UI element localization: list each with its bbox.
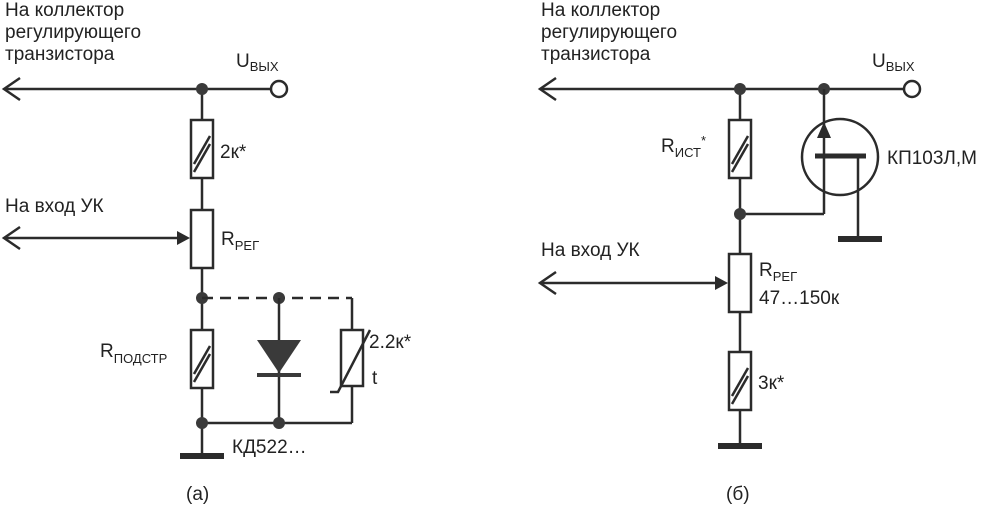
- a-junction-bottom-mid: [273, 417, 285, 429]
- b-output-terminal: [902, 79, 922, 99]
- b-junction-source: [734, 208, 746, 220]
- b-resistor-3k-label: 3к*: [758, 373, 785, 394]
- b-uout-label: UВЫХ: [872, 51, 915, 74]
- circuit-b: На коллектор регулирующего транзистора U…: [537, 0, 977, 505]
- b-r-reg-label: RРЕГ: [759, 260, 797, 284]
- b-collector-label-3: транзистора: [541, 44, 651, 65]
- b-resistor-reg: [727, 252, 753, 314]
- a-input-label: На вход УК: [5, 196, 104, 217]
- b-trim-mark-1: [730, 135, 750, 165]
- b-wiper-arrow: [715, 276, 728, 290]
- circuit-a: На коллектор регулирующего транзистора U…: [1, 0, 412, 505]
- a-trim-mark-2: [192, 143, 212, 173]
- a-input-arrow-left: [1, 225, 21, 251]
- b-input-label: На вход УК: [541, 240, 640, 261]
- a-collector-label-1: На коллектор: [5, 0, 124, 21]
- a-wiper-arrow: [177, 231, 190, 245]
- b-input-arrow-left: [537, 270, 557, 296]
- b-output-arrow: [537, 76, 557, 102]
- a-thermistor-t: t: [372, 368, 378, 389]
- a-diode-label: КД522…: [232, 437, 307, 458]
- a-collector-label-2: регулирующего: [5, 22, 141, 43]
- b-caption: (б): [726, 484, 750, 505]
- a-r-trim-label: RПОДСТР: [100, 341, 167, 366]
- a-output-arrow: [1, 76, 21, 102]
- b-trim-mark-2: [730, 143, 750, 173]
- b-fet-arrow: [817, 122, 831, 138]
- a-diode-triangle: [257, 340, 301, 373]
- a-thermistor-slash: [330, 329, 372, 394]
- a-output-terminal: [269, 79, 289, 99]
- a-resistor-2k-label: 2к*: [220, 142, 247, 163]
- a-uout-label: UВЫХ: [236, 51, 279, 74]
- a-caption: (а): [186, 484, 209, 505]
- b-fet-label: КП103Л,М: [887, 148, 977, 169]
- a-junction-bottom-left: [196, 417, 208, 429]
- a-trim-mark-4: [192, 353, 212, 383]
- b-junction-top: [734, 83, 746, 95]
- a-collector-label-3: транзистора: [5, 44, 115, 65]
- a-resistor-reg: [189, 208, 215, 270]
- a-r-reg-label: RРЕГ: [221, 229, 259, 253]
- b-trim-mark-4: [730, 375, 750, 405]
- a-trim-mark-3: [192, 345, 212, 375]
- b-r-src-label: RИСТ*: [661, 133, 706, 160]
- b-r-reg-value: 47…150к: [759, 288, 840, 309]
- b-trim-mark-3: [730, 367, 750, 397]
- b-collector-label-1: На коллектор: [541, 0, 660, 21]
- a-thermistor-value: 2.2к*: [369, 332, 412, 353]
- a-trim-mark-1: [192, 135, 212, 165]
- a-junction-top: [196, 83, 208, 95]
- b-collector-label-2: регулирующего: [541, 22, 677, 43]
